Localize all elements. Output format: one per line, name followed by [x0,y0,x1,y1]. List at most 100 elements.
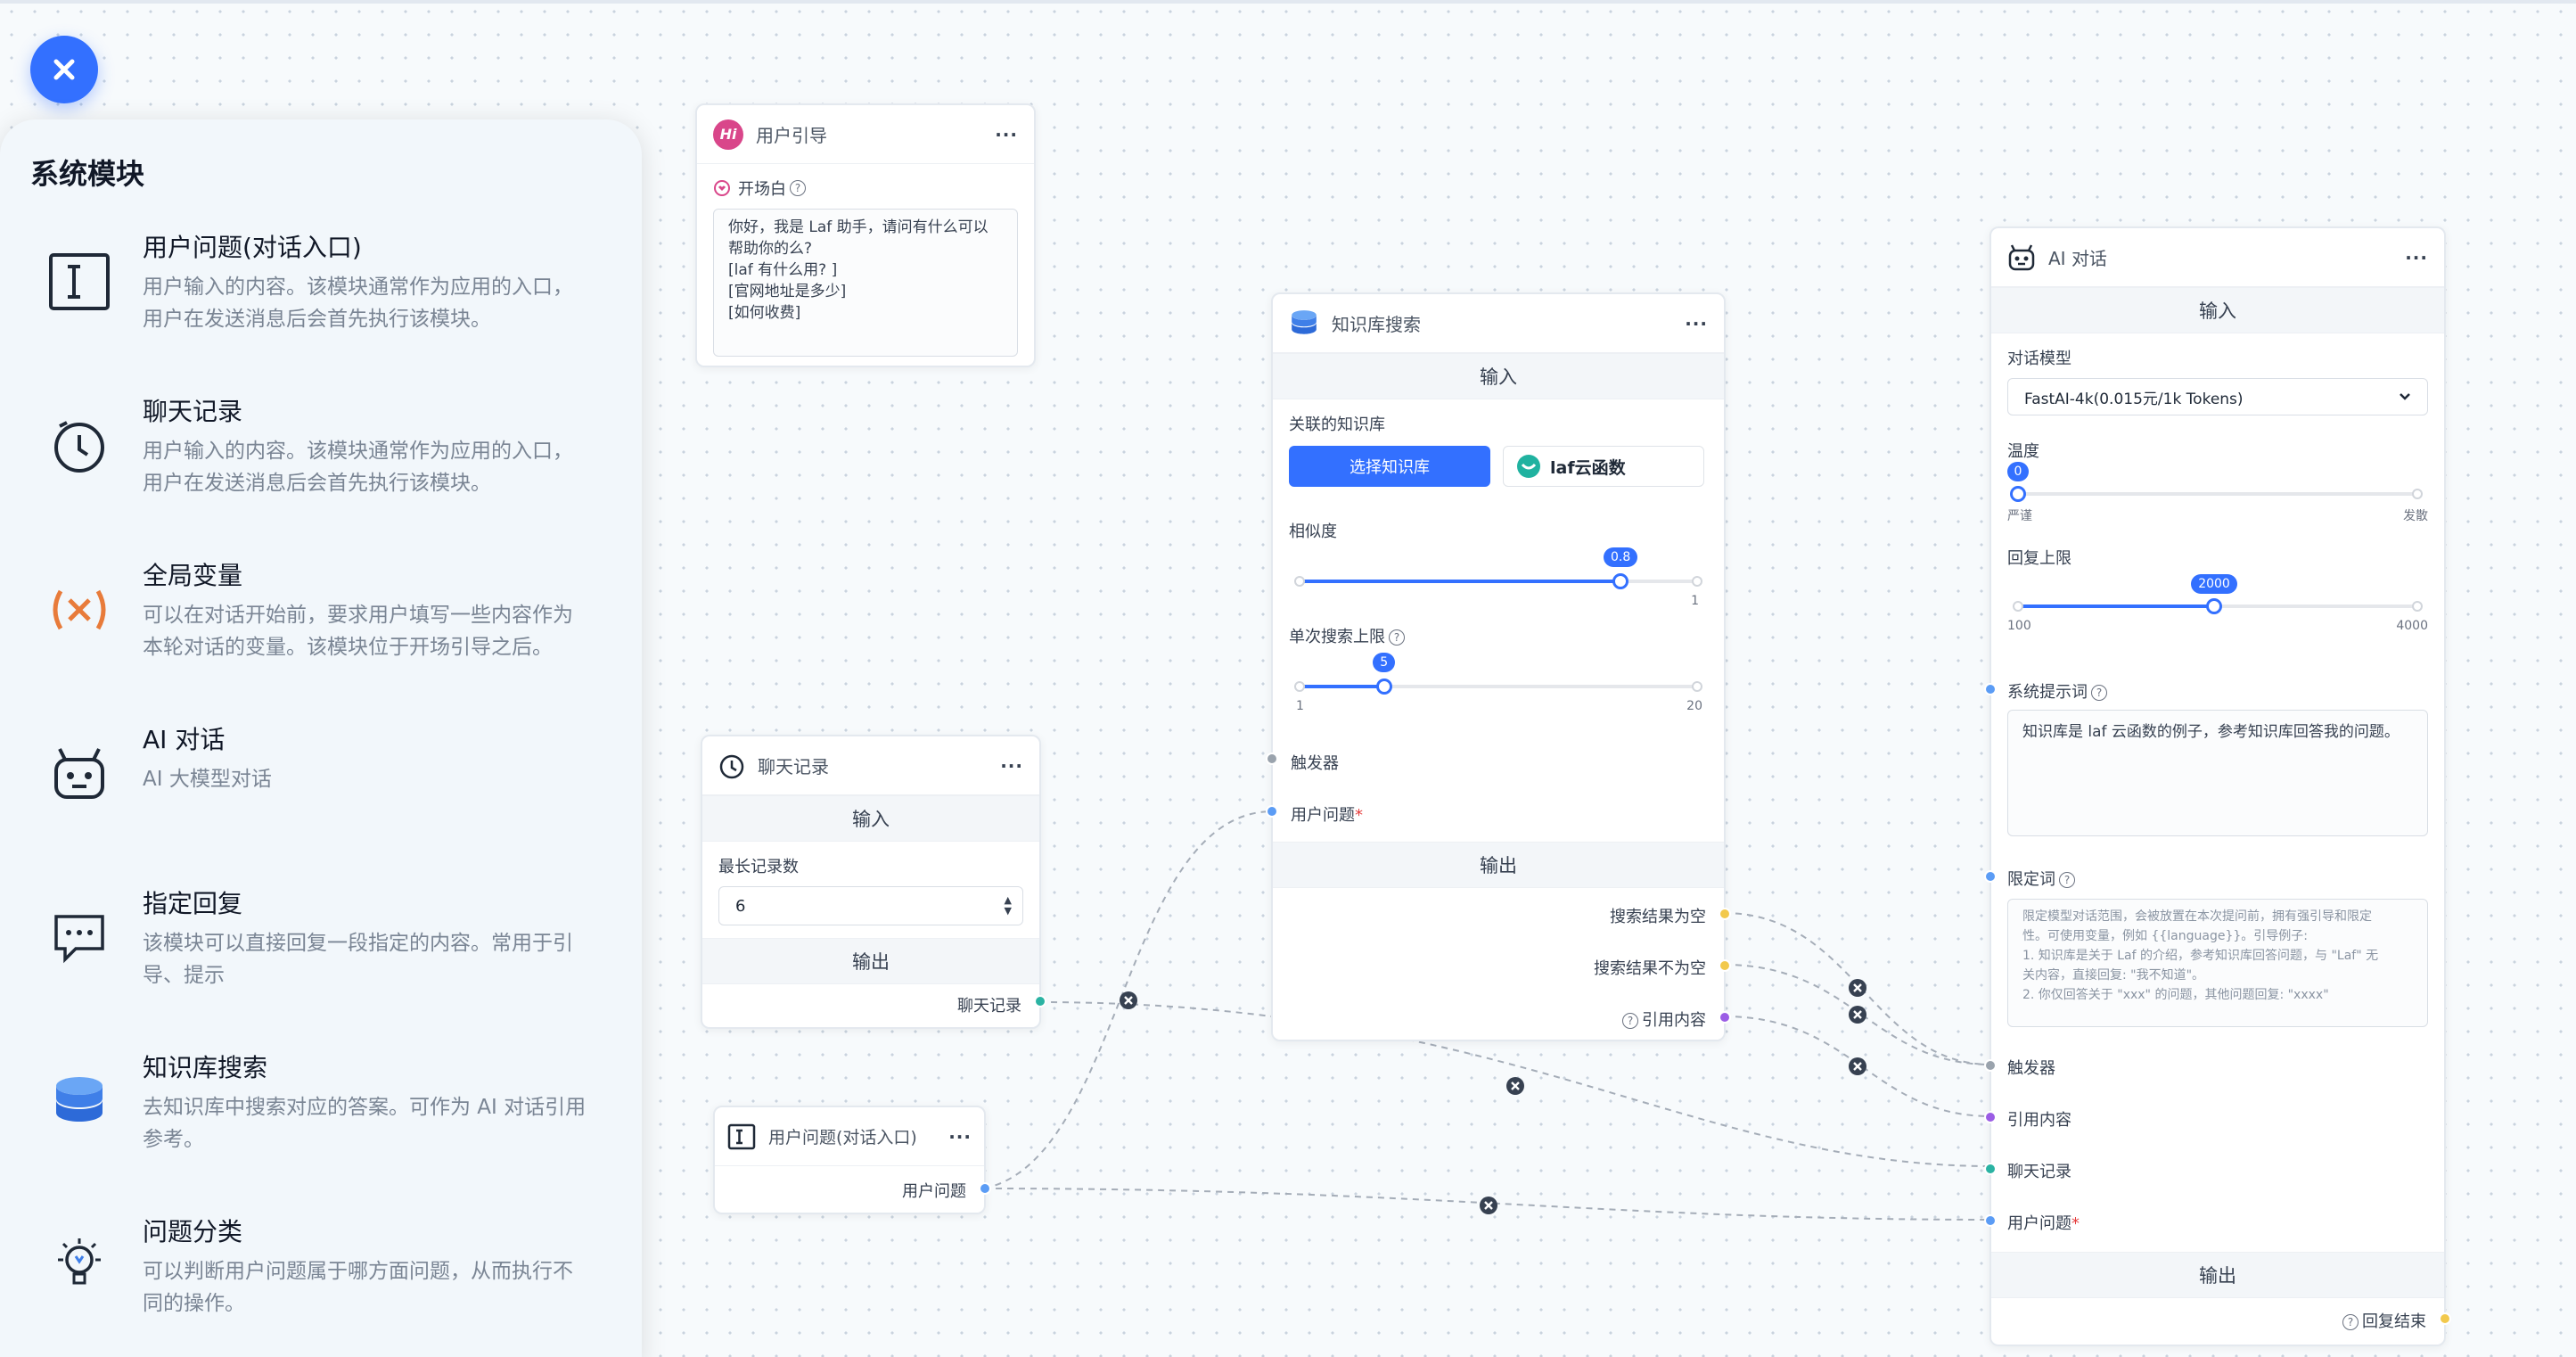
more-menu-icon[interactable]: ··· [995,123,1018,145]
input-section-bar: 输入 [702,795,1039,842]
more-menu-icon[interactable]: ··· [1685,312,1708,334]
max-records-label: 最长记录数 [718,858,799,876]
search-limit-slider[interactable]: 5 1 20 [1289,647,1708,713]
opening-text-area[interactable]: 你好，我是 Laf 助手，请问有什么可以 帮助你的么? [laf 有什么用? ]… [713,209,1018,357]
output-port-label: 聊天记录 [957,997,1021,1016]
temperature-thumb[interactable] [2010,486,2026,502]
module-item-history[interactable]: 聊天记录 用户输入的内容。该模块通常作为应用的入口，用户在发送消息后会首先执行该… [30,392,611,556]
select-kb-button[interactable]: 选择知识库 [1289,446,1490,487]
reply-limit-thumb[interactable] [2206,598,2223,614]
more-menu-icon[interactable]: ··· [948,1125,972,1147]
out-not-empty-dot[interactable] [1719,959,1731,972]
link-notempty-to-trigger [1723,964,1992,1065]
text-line: [如何收费] [728,304,801,322]
top-border [0,0,2576,4]
output-section-bar: 输出 [702,938,1039,984]
stepper-arrows-icon[interactable]: ▲▼ [1004,894,1012,917]
module-item-ai-chat[interactable]: AI 对话 AI 大模型对话 [30,720,611,884]
trigger-port-dot[interactable] [1984,1059,1997,1072]
limit-words-textarea[interactable]: 限定模型对话范围，会被放置在本次提问前，拥有强引导和限定 性。可使用变量，例如 … [2007,899,2428,1027]
node-header[interactable]: Hi 用户引导 ··· [697,105,1034,164]
help-icon[interactable]: ? [2091,685,2107,701]
input-section-bar: 输入 [1991,287,2444,333]
text-line: [laf 有什么用? ] [728,261,838,279]
module-desc: 该模块可以直接回复一段指定的内容。常用于引导、提示 [143,932,573,987]
help-icon[interactable]: ? [1389,629,1405,646]
chevron-down-icon [2400,393,2410,400]
limit-thumb[interactable] [1375,678,1392,695]
done-port-label: ?回复结束 [2339,1309,2426,1332]
node-header[interactable]: 用户问题(对话入口) ··· [715,1107,984,1166]
temperature-slider[interactable]: 0 严谨 发散 [2006,462,2428,530]
node-user-question-entry[interactable]: 用户问题(对话入口) ··· 用户问题 [713,1106,991,1214]
trigger-port-label: 触发器 [2007,1059,2055,1078]
module-desc: 用户输入的内容。该模块通常作为应用的入口，用户在发送消息后会首先执行该模块。 [143,440,573,495]
clock-icon [30,410,128,481]
module-item-global-variable[interactable]: 全局变量 可以在对话开始前，要求用户填写一些内容作为本轮对话的变量。该模块位于开… [30,556,611,720]
node-title: 知识库搜索 [1332,314,1421,335]
question-port-dot[interactable] [1266,805,1278,818]
more-menu-icon[interactable]: ··· [2405,246,2428,268]
system-prompt-textarea[interactable]: 知识库是 laf 云函数的例子，参考知识库回答我的问题。 [2007,710,2428,836]
output-section-bar: 输出 [1273,842,1724,888]
limit-words-port-dot[interactable] [1984,870,1997,883]
kb-tag[interactable]: laf云函数 [1503,446,1704,487]
kb-tag-label: laf云函数 [1550,457,1626,478]
output-port-dot[interactable] [979,1182,991,1195]
reply-limit-tooltip: 2000 [2191,574,2237,594]
similarity-thumb[interactable] [1612,573,1628,589]
out-empty-label: 搜索结果为空 [1610,908,1706,926]
module-item-classify[interactable]: 问题分类 可以判断用户问题属于哪方面问题，从而执行不同的操作。 [30,1213,611,1357]
module-desc: 可以在对话开始前，要求用户填写一些内容作为本轮对话的变量。该模块位于开场引导之后… [143,604,573,659]
module-item-user-question[interactable]: 用户问题(对话入口) 用户输入的内容。该模块通常作为应用的入口，用户在发送消息后… [30,228,611,392]
node-title: AI 对话 [2048,248,2107,269]
node-header[interactable]: AI 对话 ··· [1991,228,2444,287]
done-port-dot[interactable] [2439,1312,2451,1325]
limit-max: 20 [1686,699,1702,713]
temperature-min-label: 严谨 [2007,509,2032,523]
out-empty-dot[interactable] [1719,908,1731,920]
reply-limit-slider[interactable]: 2000 100 4000 [2007,569,2428,637]
help-icon[interactable]: ? [2342,1314,2359,1330]
link-question-to-ai [983,1188,1992,1221]
node-ai-chat[interactable]: AI 对话 ··· 输入 对话模型 FastAI-4k(0.015元/1k To… [1984,226,2451,1346]
node-chat-history[interactable]: 聊天记录 ··· 输入 最长记录数 6 ▲▼ 输出 聊天记录 [701,735,1046,1029]
node-header[interactable]: 聊天记录 ··· [702,736,1039,795]
module-desc: 可以判断用户问题属于哪方面问题，从而执行不同的操作。 [143,1260,573,1315]
help-icon[interactable]: ? [1622,1013,1638,1029]
similarity-slider[interactable]: 0.8 1 [1289,542,1708,608]
temperature-tooltip: 0 [2006,462,2030,481]
help-icon[interactable]: ? [2059,872,2075,888]
text-cursor-icon [30,246,128,317]
output-port-label: 用户问题 [902,1182,966,1201]
out-quote-dot[interactable] [1719,1011,1731,1024]
quote-port-dot[interactable] [1984,1111,1997,1123]
model-select[interactable]: FastAI-4k(0.015元/1k Tokens) [2007,378,2428,415]
question-port-dot[interactable] [1984,1214,1997,1227]
lightbulb-icon [30,1230,128,1302]
node-kb-search[interactable]: 知识库搜索 ··· 输入 关联的知识库 选择知识库 laf云函数 相似度 0.8… [1266,292,1731,1041]
history-port-label: 聊天记录 [2007,1163,2071,1181]
close-module-panel-button[interactable] [30,36,98,103]
node-header[interactable]: 知识库搜索 ··· [1273,294,1724,353]
trigger-port-dot[interactable] [1266,753,1278,765]
placeholder-line: 1. 知识库是关于 Laf 的介绍，参考知识库回答问题，与 "Laf" 无 [2022,949,2379,963]
similarity-fill [1300,580,1620,583]
module-item-kb-search[interactable]: 知识库搜索 去知识库中搜索对应的答案。可作为 AI 对话引用参考。 [30,1049,611,1213]
help-icon[interactable]: ? [790,180,806,196]
question-port-label: 用户问题* [2007,1214,2080,1233]
max-records-stepper[interactable]: 6 ▲▼ [718,886,1023,925]
reply-limit-fill [2018,604,2215,608]
temperature-label: 温度 [2007,442,2039,461]
history-port-dot[interactable] [1984,1163,1997,1175]
module-name: 指定回复 [143,889,243,918]
output-port-dot[interactable] [1034,995,1046,1007]
more-menu-icon[interactable]: ··· [1000,754,1023,777]
reply-limit-label: 回复上限 [2007,549,2071,568]
node-user-guide[interactable]: Hi 用户引导 ··· 开场白 ? 你好，我是 Laf 助手，请问有什么可以 帮… [695,103,1036,367]
limit-words-label: 限定词? [2007,867,2075,890]
system-prompt-port-dot[interactable] [1984,683,1997,695]
similarity-label: 相似度 [1289,522,1337,541]
placeholder-line: 限定模型对话范围，会被放置在本次提问前，拥有强引导和限定 [2022,909,2372,924]
module-item-fixed-reply[interactable]: 指定回复 该模块可以直接回复一段指定的内容。常用于引导、提示 [30,884,611,1049]
